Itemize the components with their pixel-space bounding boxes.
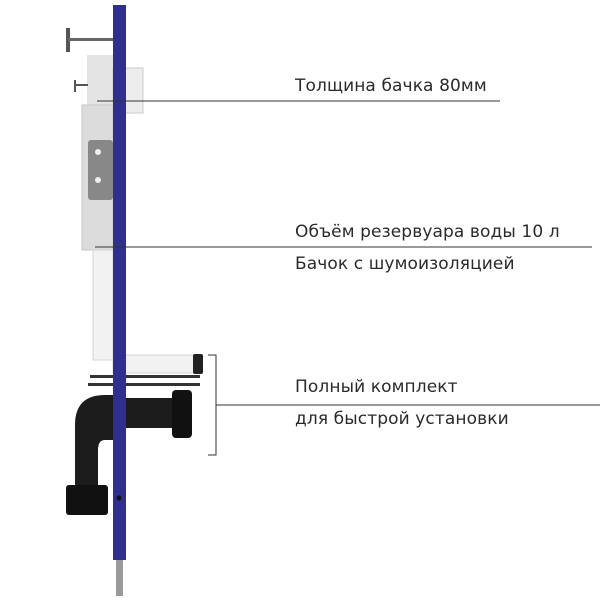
callout-noise-insulation: Бачок с шумоизоляцией xyxy=(295,254,515,274)
frame-profile xyxy=(113,5,126,596)
callout-tank-volume: Объём резервуара воды 10 л xyxy=(295,222,560,242)
flush-pipe xyxy=(88,249,203,386)
callout-bracket-kit xyxy=(208,354,600,456)
drain-elbow xyxy=(66,390,192,515)
callout-kit-line1: Полный комплект xyxy=(295,377,458,397)
callout-kit-line2: для быстрой установки xyxy=(295,409,509,429)
callout-tank-thickness: Толщина бачка 80мм xyxy=(295,76,487,96)
cistern-tank xyxy=(74,55,144,251)
wall-anchor-rod xyxy=(66,28,114,52)
